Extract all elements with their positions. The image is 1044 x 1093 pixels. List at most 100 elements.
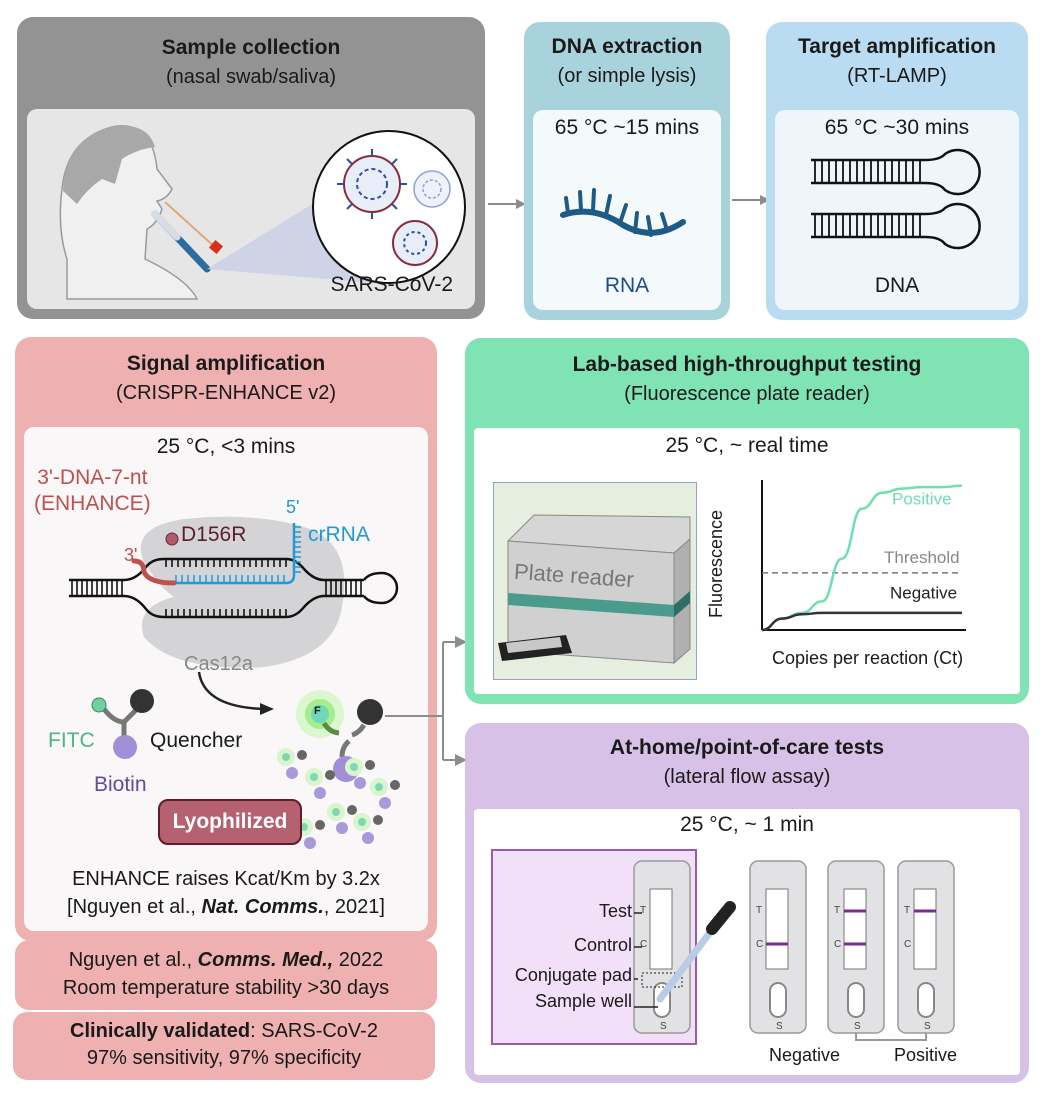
mutation-label: D156R [181,523,247,546]
target-amplification-title: Target amplification [798,35,996,58]
svg-text:T: T [640,905,646,916]
series-negative [761,611,962,632]
lab-testing-title: Lab-based high-throughput testing [572,353,922,376]
scattered-reporter-4 [327,803,357,834]
positive-result-label: Positive [894,1045,958,1065]
scattered-reporter-0 [277,748,307,779]
reaction-arrow-icon [197,671,265,711]
scattered-reporter-2 [345,758,375,789]
nat-comms-reference: [Nguyen et al., Nat. Comms., 2021] [67,896,385,918]
lab-testing-body: 25 °C, ~ real time Plate reader Positive… [474,428,1020,694]
signal-amplification-panel: Signal amplification (CRISPR-ENHANCE v2)… [15,337,437,941]
sample-collection-panel: Sample collection (nasal swab/saliva) [17,17,485,319]
lyophilized-badge: Lyophilized [158,799,302,845]
legend-threshold: Threshold [884,548,960,567]
svg-text:T: T [834,905,840,916]
swab-cap-icon [208,239,224,255]
virus-icon [337,149,451,266]
lab-testing-condition: 25 °C, ~ real time [665,434,829,457]
crrna-strand [174,523,296,585]
scattered-reporter-3 [370,778,400,809]
three-prime-label: 3' [124,545,138,565]
cleaved-reporter-icon [296,690,383,782]
svg-text:C: C [640,939,647,950]
diagram-strip: T C S [633,860,691,1034]
scattered-reporter-1 [305,768,335,799]
dna-extraction-subtitle: (or simple lysis) [557,65,697,87]
signal-amplification-subtitle: (CRISPR-ENHANCE v2) [115,382,337,404]
home-testing-condition: 25 °C, ~ 1 min [680,813,814,836]
chart-x-label: Copies per reaction (Ct) [772,648,964,668]
conjugate-pad [641,972,683,988]
dna-extraction-condition: 65 °C ~15 mins [554,116,700,139]
hairpin-dna-icon [811,148,981,250]
svg-text:S: S [924,1021,931,1032]
person-swab-illustration [59,125,466,300]
sample-collection-title: Sample collection [161,36,341,59]
dna-extraction-title: DNA extraction [551,35,703,58]
target-amplification-subtitle: (RT-LAMP) [847,65,947,87]
dropper-icon [656,901,736,1003]
clinical-validation-panel: Clinically validated: SARS-CoV-2 97% sen… [13,1012,435,1080]
kcat-text: ENHANCE raises Kcat/Km by 3.2x [Nguyen e… [24,865,428,921]
target-amplification-condition: 65 °C ~30 mins [824,116,970,139]
branch-arrows [385,636,467,766]
home-testing-header: At-home/point-of-care tests (lateral flo… [465,733,1029,791]
home-testing-title: At-home/point-of-care tests [609,736,885,759]
callout-conjugate-pad: Conjugate pad [514,965,632,985]
chart-y-label: Fluorescence [706,509,726,618]
enhance-dna-extension [131,558,177,586]
svg-text:C: C [904,939,911,950]
dna-extraction-panel: DNA extraction (or simple lysis) 65 °C ~… [524,22,730,320]
dna-extraction-header: DNA extraction (or simple lysis) [524,32,730,90]
clinical-validation-line1: Clinically validated: SARS-CoV-2 [70,1020,378,1042]
signal-amplification-body: 25 °C, <3 mins 3'-DNA-7-nt (ENHANCE) D15… [24,427,428,931]
dna-extraction-body: 65 °C ~15 mins RNA [533,110,721,310]
signal-amplification-condition: 25 °C, <3 mins [156,435,296,458]
rna-label: RNA [604,274,650,297]
sample-collection-subtitle: (nasal swab/saliva) [165,66,337,88]
svg-text:S: S [854,1021,861,1032]
plate-reader-illustration: Plate reader [493,482,697,680]
fitc-f-glyph: F [314,705,321,717]
svg-text:T: T [904,905,910,916]
lab-testing-panel: Lab-based high-throughput testing (Fluor… [465,338,1029,704]
signal-amplification-header: Signal amplification (CRISPR-ENHANCE v2) [15,349,437,407]
signal-amplification-title: Signal amplification [126,352,326,375]
callout-control: Control [573,935,632,955]
comms-med-reference: Nguyen et al., Comms. Med., 2022 [68,949,384,971]
sample-collection-header: Sample collection (nasal swab/saliva) [17,33,485,91]
stability-panel: Nguyen et al., Comms. Med., 2022 Room te… [15,940,437,1010]
target-amplification-body: 65 °C ~30 mins DNA [775,110,1019,310]
hairpin-1 [811,148,981,196]
scattered-reporter-5 [353,813,383,844]
stability-text: Room temperature stability >30 days [62,977,390,999]
positive-bracket [855,1033,927,1041]
reporter-cleavage-illustration [91,671,400,849]
virus-label: SARS-CoV-2 [330,273,453,296]
sample-collection-body: SARS-CoV-2 [27,109,475,309]
rna-strand-icon [560,188,686,237]
svg-text:C: C [756,939,763,950]
biotin-label: Biotin [94,773,147,796]
five-prime-label: 5' [286,497,300,517]
legend-positive: Positive [892,489,952,508]
enhance-label: 3'-DNA-7-nt (ENHANCE) [34,466,151,515]
svg-text:S: S [660,1021,667,1032]
teal-stripe [508,593,674,617]
swab-stick-icon [164,201,218,250]
cas12a-label: Cas12a [184,653,253,675]
callout-sample-well: Sample well [534,991,632,1011]
clinical-validation-metrics: 97% sensitivity, 97% specificity [86,1047,362,1069]
scattered-reporters [277,748,400,849]
lab-testing-header: Lab-based high-throughput testing (Fluor… [465,350,1029,408]
mutation-dot-icon [165,532,179,546]
svg-text:C: C [834,939,841,950]
intact-reporter-icon [91,689,154,759]
callout-test: Test [598,901,632,921]
fitc-label: FITC [48,729,95,752]
legend-negative: Negative [890,584,957,603]
